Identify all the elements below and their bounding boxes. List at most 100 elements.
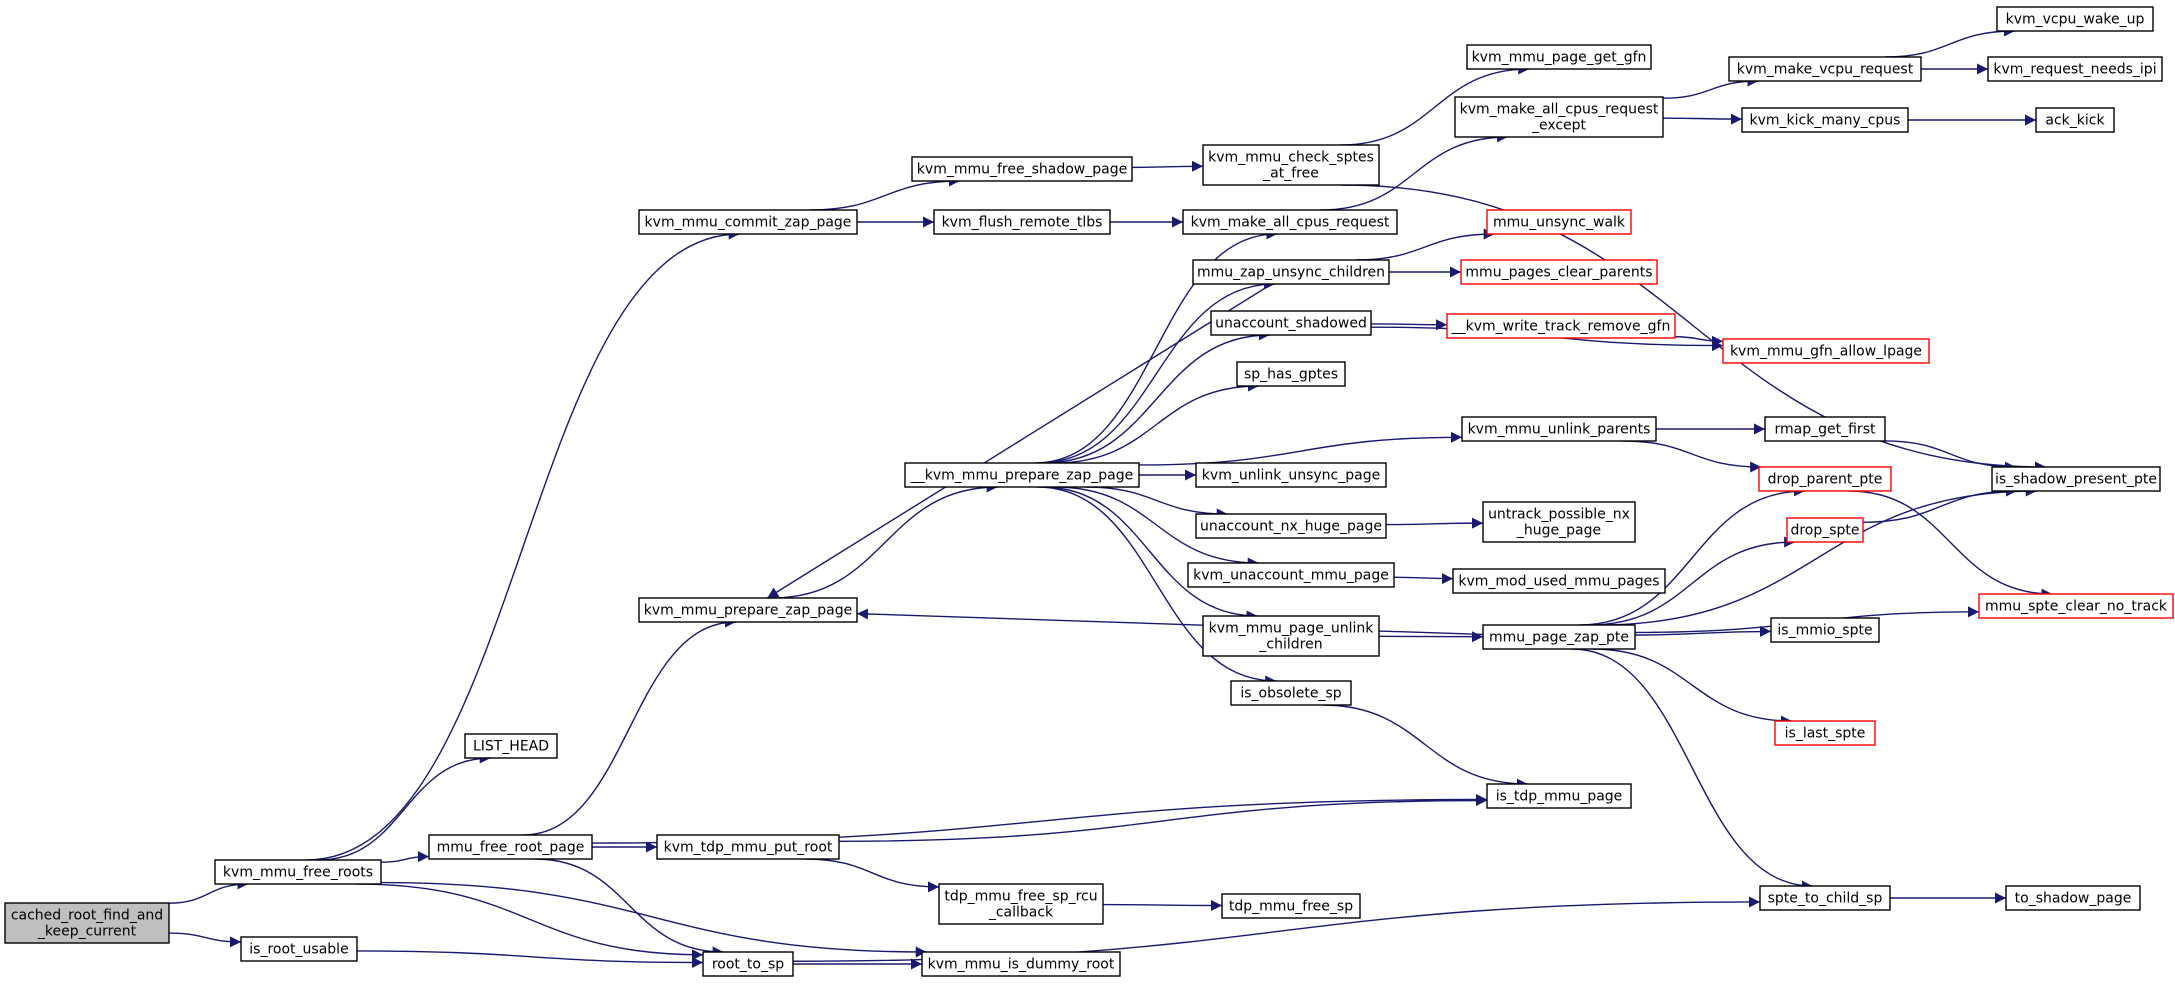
node-untrack-possible-nx-huge-page[interactable]: untrack_possible_nx_huge_page (1482, 501, 1636, 543)
node-to-shadow-page[interactable]: to_shadow_page (2005, 885, 2141, 911)
node-label-line: rmap_get_first (1775, 422, 1876, 438)
edge-kvm_mmu_free_roots-to-mmu_free_root_page (380, 851, 430, 863)
node-label-line: drop_spte (1790, 523, 1859, 539)
node-label-line: __kvm_write_track_remove_gfn (1451, 319, 1671, 335)
node-box (1991, 466, 2161, 492)
nodes-layer: cached_root_find_and_keep_currentkvm_mmu… (4, 6, 2174, 977)
edge-mmu_page_zap_pte-to-is_mmio_spte (1634, 625, 1772, 637)
node-label-line: kvm_mmu_is_dummy_root (928, 957, 1115, 973)
node-kvm-mod-used-mmu-pages[interactable]: kvm_mod_used_mmu_pages (1452, 568, 1666, 594)
node-label-line: kvm_mmu_prepare_zap_page (644, 603, 852, 619)
node-kvm-write-track-remove-gfn[interactable]: __kvm_write_track_remove_gfn (1446, 313, 1676, 339)
edge-kvm_tdp_mmu_put_root-to-is_tdp_mmu_page (838, 795, 1488, 842)
node-kvm-mmu-free-shadow-page[interactable]: kvm_mmu_free_shadow_page (911, 156, 1133, 182)
node-kvm-mmu-free-roots[interactable]: kvm_mmu_free_roots (214, 859, 382, 885)
node-drop-spte[interactable]: drop_spte (1786, 517, 1864, 543)
node-is-mmio-spte[interactable]: is_mmio_spte (1770, 617, 1880, 643)
node-spte-to-child-sp[interactable]: spte_to_child_sp (1759, 885, 1891, 911)
edge-mmu_page_zap_pte-to-spte_to_child_sp (1571, 648, 1813, 892)
node-box (656, 834, 840, 860)
edge-kvm_unaccount_mmu_page-to-kvm_mod_used_mmu_pages (1393, 573, 1454, 585)
node-kvm-kick-many-cpus[interactable]: kvm_kick_many_cpus (1741, 107, 1909, 133)
node-label-line: _except (1531, 118, 1587, 134)
node-label-line: kvm_vcpu_wake_up (2006, 12, 2145, 28)
node-is-last-spte[interactable]: is_last_spte (1774, 720, 1876, 746)
node-label-line: untrack_possible_nx (1488, 507, 1630, 523)
edge-__kvm_mmu_prepare_zap_page-to-unaccount_shadowed (1043, 329, 1270, 464)
edge-__kvm_mmu_prepare_zap_page-to-kvm_make_all_cpus_request (1034, 228, 1278, 464)
node-rmap-get-first[interactable]: rmap_get_first (1764, 416, 1886, 442)
node-drop-parent-pte[interactable]: drop_parent_pte (1758, 466, 1892, 492)
node-kvm-make-all-cpus-request[interactable]: kvm_make_all_cpus_request (1182, 209, 1398, 235)
edge-mmu_page_zap_pte-to-drop_spte (1588, 536, 1796, 626)
edge-kvm_make_all_cpus_request-to-kvm_make_all_cpus_request_except (1320, 131, 1508, 211)
node-box (938, 883, 1104, 925)
node-unaccount-nx-huge-page[interactable]: unaccount_nx_huge_page (1195, 513, 1387, 539)
node-mmu-free-root-page[interactable]: mmu_free_root_page (428, 834, 593, 860)
node-kvm-mmu-unlink-parents[interactable]: kvm_mmu_unlink_parents (1461, 416, 1657, 442)
node-kvm-mmu-check-sptes-at-free[interactable]: kvm_mmu_check_sptes_at_free (1202, 144, 1380, 186)
node-kvm-make-vcpu-request[interactable]: kvm_make_vcpu_request (1728, 56, 1922, 82)
node-kvm-mmu-page-get-gfn[interactable]: kvm_mmu_page_get_gfn (1466, 44, 1652, 70)
node-box (1786, 517, 1864, 543)
node-label-line: ack_kick (2045, 113, 2105, 129)
node-is-shadow-present-pte[interactable]: is_shadow_present_pte (1991, 466, 2161, 492)
node-kvm-tdp-mmu-put-root[interactable]: kvm_tdp_mmu_put_root (656, 834, 840, 860)
node-mmu-spte-clear-no-track[interactable]: mmu_spte_clear_no_track (1978, 593, 2174, 619)
node-kvm-unaccount-mmu-page[interactable]: kvm_unaccount_mmu_page (1187, 562, 1395, 588)
node-box (1722, 338, 1930, 364)
edge-is_root_usable-to-root_to_sp (356, 950, 704, 968)
edge-__kvm_mmu_prepare_zap_page-to-kvm_unaccount_mmu_page (1054, 486, 1259, 569)
node-root-to-sp[interactable]: root_to_sp (702, 951, 794, 977)
node-box (638, 597, 858, 623)
node-label-line: _keep_current (37, 924, 137, 940)
edge-kvm_mmu_check_sptes_at_free-to-kvm_mmu_page_get_gfn (1340, 63, 1530, 146)
node-box (1770, 617, 1880, 643)
node-kvm-mmu-prepare-zap-page[interactable]: __kvm_mmu_prepare_zap_page (904, 462, 1140, 488)
node-kvm-mmu-is-dummy-root[interactable]: kvm_mmu_is_dummy_root (921, 951, 1121, 977)
node-box (1202, 144, 1380, 186)
node-kvm-vcpu-wake-up[interactable]: kvm_vcpu_wake_up (1996, 6, 2154, 32)
edge-drop_parent_pte-to-mmu_spte_clear_no_track (1848, 490, 2053, 600)
node-box (1195, 462, 1387, 488)
node-kvm-flush-remote-tlbs[interactable]: kvm_flush_remote_tlbs (933, 209, 1111, 235)
node-box (911, 156, 1133, 182)
node-box (1210, 310, 1372, 336)
edge-mmu_page_zap_pte-to-drop_parent_pte (1579, 485, 1805, 626)
edge-kvm_mmu_free_roots-to-kvm_mmu_commit_zap_page (306, 228, 740, 861)
edge-drop_spte-to-is_shadow_present_pte (1862, 485, 2017, 523)
node-box (1759, 885, 1891, 911)
edge-mmu_page_zap_pte-to-is_shadow_present_pte (1598, 485, 2037, 626)
node-unaccount-shadowed[interactable]: unaccount_shadowed (1210, 310, 1372, 336)
edge-kvm_make_vcpu_request-to-kvm_vcpu_wake_up (1884, 25, 2016, 58)
node-mmu-unsync-walk[interactable]: mmu_unsync_walk (1486, 209, 1632, 235)
node-box (1482, 624, 1636, 650)
node-kvm-make-all-cpus-request-except[interactable]: kvm_make_all_cpus_request_except (1454, 96, 1664, 138)
node-label-line: kvm_mmu_unlink_parents (1468, 422, 1651, 438)
node-label-line: mmu_zap_unsync_children (1197, 265, 1385, 281)
node-is-obsolete-sp[interactable]: is_obsolete_sp (1230, 680, 1352, 706)
node-label-line: is_tdp_mmu_page (1496, 789, 1623, 805)
node-tdp-mmu-free-sp-rcu-callback[interactable]: tdp_mmu_free_sp_rcu_callback (938, 883, 1104, 925)
node-LIST-HEAD[interactable]: LIST_HEAD (464, 733, 558, 759)
node-ack-kick[interactable]: ack_kick (2035, 107, 2115, 133)
node-box (4, 902, 170, 944)
node-is-root-usable[interactable]: is_root_usable (240, 936, 358, 962)
node-label-line: kvm_make_all_cpus_request (1191, 215, 1390, 231)
node-box (1452, 568, 1666, 594)
node-is-tdp-mmu-page[interactable]: is_tdp_mmu_page (1486, 783, 1632, 809)
node-mmu-zap-unsync-children[interactable]: mmu_zap_unsync_children (1192, 259, 1390, 285)
node-kvm-mmu-gfn-allow-lpage[interactable]: kvm_mmu_gfn_allow_lpage (1722, 338, 1930, 364)
node-tdp-mmu-free-sp[interactable]: tdp_mmu_free_sp (1221, 893, 1361, 919)
node-mmu-page-zap-pte[interactable]: mmu_page_zap_pte (1482, 624, 1636, 650)
node-kvm-mmu-page-unlink-children[interactable]: kvm_mmu_page_unlink_children (1202, 615, 1380, 657)
node-kvm-mmu-commit-zap-page[interactable]: kvm_mmu_commit_zap_page (638, 209, 858, 235)
node-label-line: unaccount_nx_huge_page (1200, 519, 1382, 535)
node-kvm-request-needs-ipi[interactable]: kvm_request_needs_ipi (1987, 56, 2163, 82)
node-box (1236, 361, 1346, 387)
node-sp-has-gptes[interactable]: sp_has_gptes (1236, 361, 1346, 387)
node-mmu-pages-clear-parents[interactable]: mmu_pages_clear_parents (1460, 259, 1658, 285)
node-kvm-unlink-unsync-page[interactable]: kvm_unlink_unsync_page (1195, 462, 1387, 488)
node-kvm-mmu-prepare-zap-page[interactable]: kvm_mmu_prepare_zap_page (638, 597, 858, 623)
edge-__kvm_mmu_prepare_zap_page-to-kvm_mmu_unlink_parents (1138, 431, 1463, 466)
